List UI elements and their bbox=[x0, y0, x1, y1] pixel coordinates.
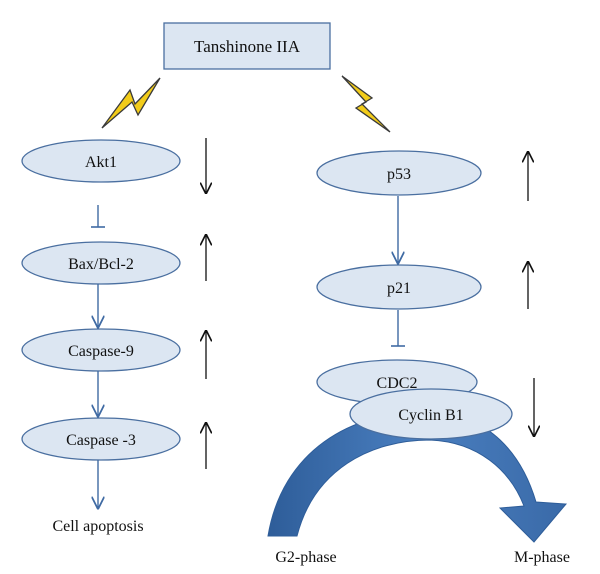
node-caspase9: Caspase-9 bbox=[21, 328, 181, 372]
title-label: Tanshinone IIA bbox=[194, 37, 301, 56]
node-caspase3: Caspase -3 bbox=[21, 417, 181, 461]
node-p53: p53 bbox=[316, 150, 482, 196]
phase-transition-arrow bbox=[267, 411, 568, 543]
node-label: p21 bbox=[387, 280, 411, 297]
node-label: Bax/Bcl-2 bbox=[68, 256, 134, 273]
outcome-label: Cell apoptosis bbox=[52, 518, 143, 535]
node-label: CDC2 bbox=[377, 375, 418, 392]
node-akt1: Akt1 bbox=[21, 139, 181, 183]
node-label: Akt1 bbox=[85, 154, 117, 171]
node-cyclin-b1: Cyclin B1 bbox=[349, 388, 513, 440]
phase-label-m: M-phase bbox=[514, 549, 570, 566]
inhibit-connector bbox=[391, 310, 405, 347]
node-label: Caspase -3 bbox=[66, 432, 136, 449]
node-p21: p21 bbox=[316, 264, 482, 310]
lightning-bolt-icon bbox=[341, 75, 391, 133]
node-label: Cyclin B1 bbox=[398, 407, 463, 424]
inhibit-connector bbox=[91, 205, 105, 228]
title-box: Tanshinone IIA bbox=[163, 22, 331, 70]
node-label: p53 bbox=[387, 166, 411, 183]
phase-label-g2: G2-phase bbox=[275, 549, 336, 566]
node-label: Caspase-9 bbox=[68, 343, 134, 360]
node-bax-bcl2: Bax/Bcl-2 bbox=[21, 241, 181, 285]
lightning-bolt-icon bbox=[101, 77, 161, 129]
